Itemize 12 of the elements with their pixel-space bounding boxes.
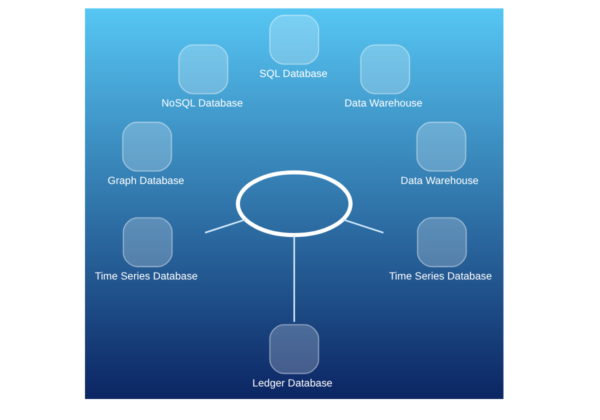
- node-label: NoSQL Database: [161, 98, 242, 110]
- node-label: SQL Database: [258, 69, 327, 80]
- connector: [292, 235, 295, 322]
- connector: [342, 218, 384, 234]
- node-cloud: [235, 170, 352, 238]
- connector: [204, 218, 245, 234]
- node-label: Data Warehouse: [400, 176, 478, 188]
- node-label: Time Series Database: [94, 272, 198, 283]
- node-label: Graph Database: [107, 176, 184, 188]
- node-label: Time Series Database: [388, 272, 492, 283]
- node-label: Ledger Database: [252, 378, 332, 390]
- node-label: Data Warehouse: [344, 98, 422, 110]
